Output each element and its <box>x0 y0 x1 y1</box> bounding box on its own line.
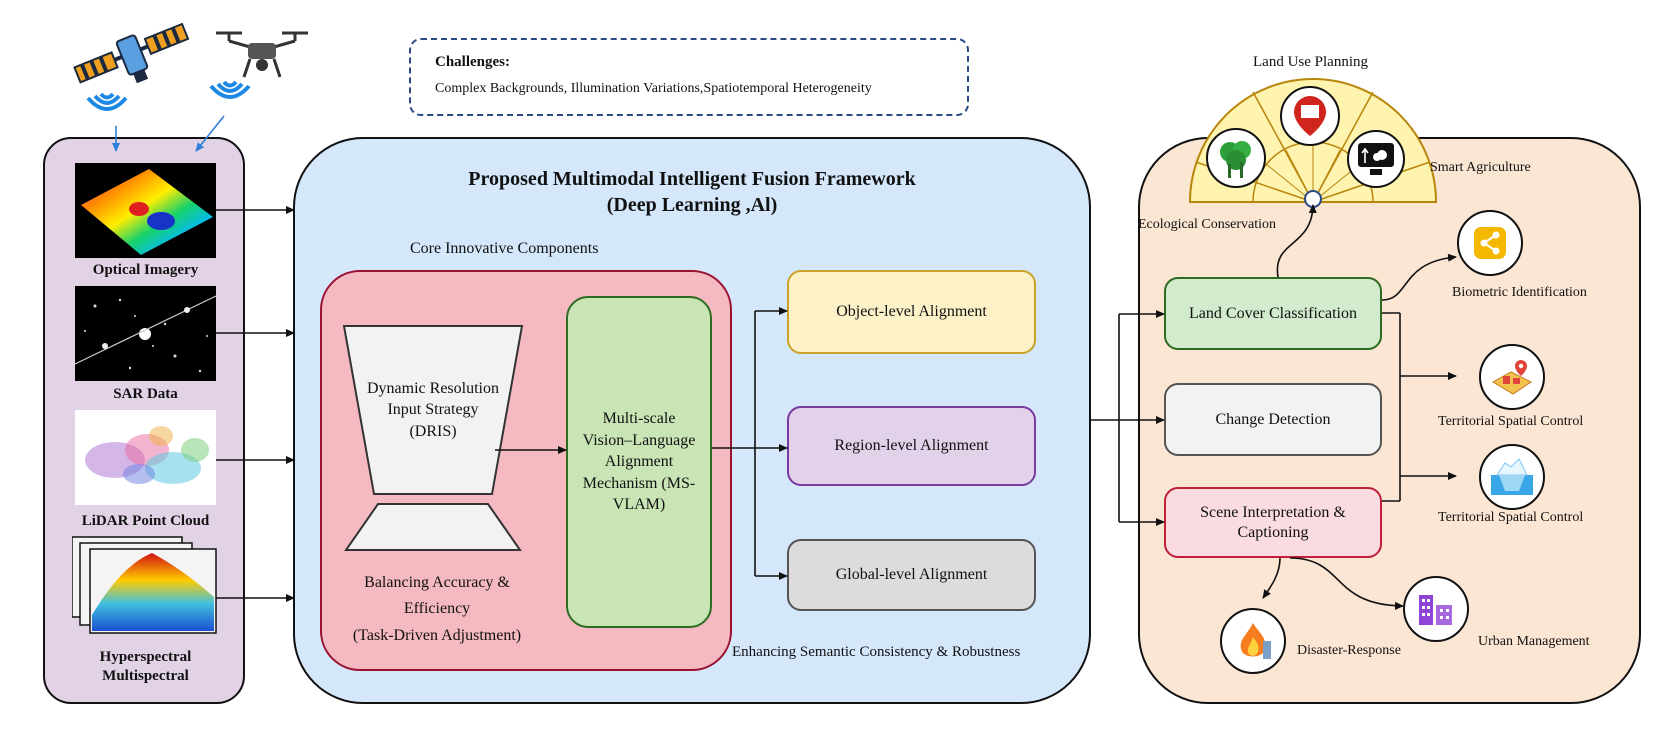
challenges-text: Complex Backgrounds, Illumination Variat… <box>435 81 872 96</box>
land-cover-classification-label: Land Cover Classification <box>1189 304 1357 322</box>
region-level-alignment-label: Region-level Alignment <box>834 437 989 454</box>
signal-icon <box>209 80 251 99</box>
ecological-conservation-label: Ecological Conservation <box>1138 217 1277 232</box>
disaster-response-label: Disaster-Response <box>1297 643 1401 658</box>
balancing-label-1: Balancing Accuracy & <box>364 574 510 591</box>
city-map-icon <box>1479 344 1545 410</box>
sar-data-label: SAR Data <box>113 386 178 402</box>
biometric-identification-label: Biometric Identification <box>1452 285 1587 300</box>
hyperspectral-image <box>72 536 217 634</box>
global-level-alignment-box: Global-level Alignment <box>787 539 1036 611</box>
global-level-alignment-label: Global-level Alignment <box>835 566 988 583</box>
lidar-point-cloud-label: LiDAR Point Cloud <box>81 513 210 529</box>
network-icon <box>1457 210 1523 276</box>
land-use-planning-label: Land Use Planning <box>1253 54 1368 70</box>
framework-title: Proposed Multimodal Intelligent Fusion F… <box>468 168 916 190</box>
territorial-spatial-control-label-1: Territorial Spatial Control <box>1438 414 1584 429</box>
ms-vlam-label: Multi-scale Vision–Language Alignment Me… <box>582 410 696 514</box>
land-cover-classification-box: Land Cover Classification <box>1164 277 1382 350</box>
building-icon <box>1403 576 1469 642</box>
balancing-label-3: (Task-Driven Adjustment) <box>352 627 522 644</box>
iceberg-icon <box>1479 444 1545 510</box>
optical-imagery-image <box>75 163 216 258</box>
sar-data-image <box>75 286 216 381</box>
region-level-alignment-box: Region-level Alignment <box>787 406 1036 486</box>
optical-imagery-label: Optical Imagery <box>92 262 199 278</box>
urban-management-label: Urban Management <box>1478 634 1590 649</box>
drone-icon <box>216 31 308 78</box>
smart-farm-icon <box>1347 130 1405 188</box>
balancing-shape <box>344 503 522 551</box>
tree-icon <box>1206 128 1266 188</box>
dris-shape <box>342 325 524 495</box>
satellite-icon <box>73 22 190 84</box>
balancing-label-2: Efficiency <box>403 600 471 617</box>
territorial-spatial-control-label-2: Territorial Spatial Control <box>1438 510 1584 525</box>
scene-interpretation-box: Scene Interpretation & Captioning <box>1164 487 1382 558</box>
ms-vlam-box: Multi-scale Vision–Language Alignment Me… <box>566 296 712 628</box>
enhancing-label: Enhancing Semantic Consistency & Robustn… <box>732 644 1021 660</box>
signal-icon <box>86 92 128 111</box>
object-level-alignment-label: Object-level Alignment <box>836 303 987 320</box>
challenges-title: Challenges: <box>435 54 510 70</box>
smart-agriculture-label: Smart Agriculture <box>1430 160 1531 175</box>
scene-interpretation-label: Scene Interpretation & Captioning <box>1200 503 1346 541</box>
multispectral-label: Multispectral <box>102 668 189 684</box>
framework-subtitle: (Deep Learning ,Al) <box>606 194 778 216</box>
core-components-label: Core Innovative Components <box>410 240 599 257</box>
change-detection-label: Change Detection <box>1215 410 1331 428</box>
change-detection-box: Change Detection <box>1164 383 1382 456</box>
object-level-alignment-box: Object-level Alignment <box>787 270 1036 354</box>
dris-label: Dynamic Resolution Input Strategy (DRIS) <box>367 379 499 440</box>
fire-icon <box>1220 608 1286 674</box>
challenges-box: Challenges: Complex Backgrounds, Illumin… <box>409 38 969 116</box>
map-pin-icon <box>1280 86 1340 146</box>
hyperspectral-label: Hyperspectral <box>99 649 192 665</box>
lidar-point-cloud-image <box>75 410 216 505</box>
